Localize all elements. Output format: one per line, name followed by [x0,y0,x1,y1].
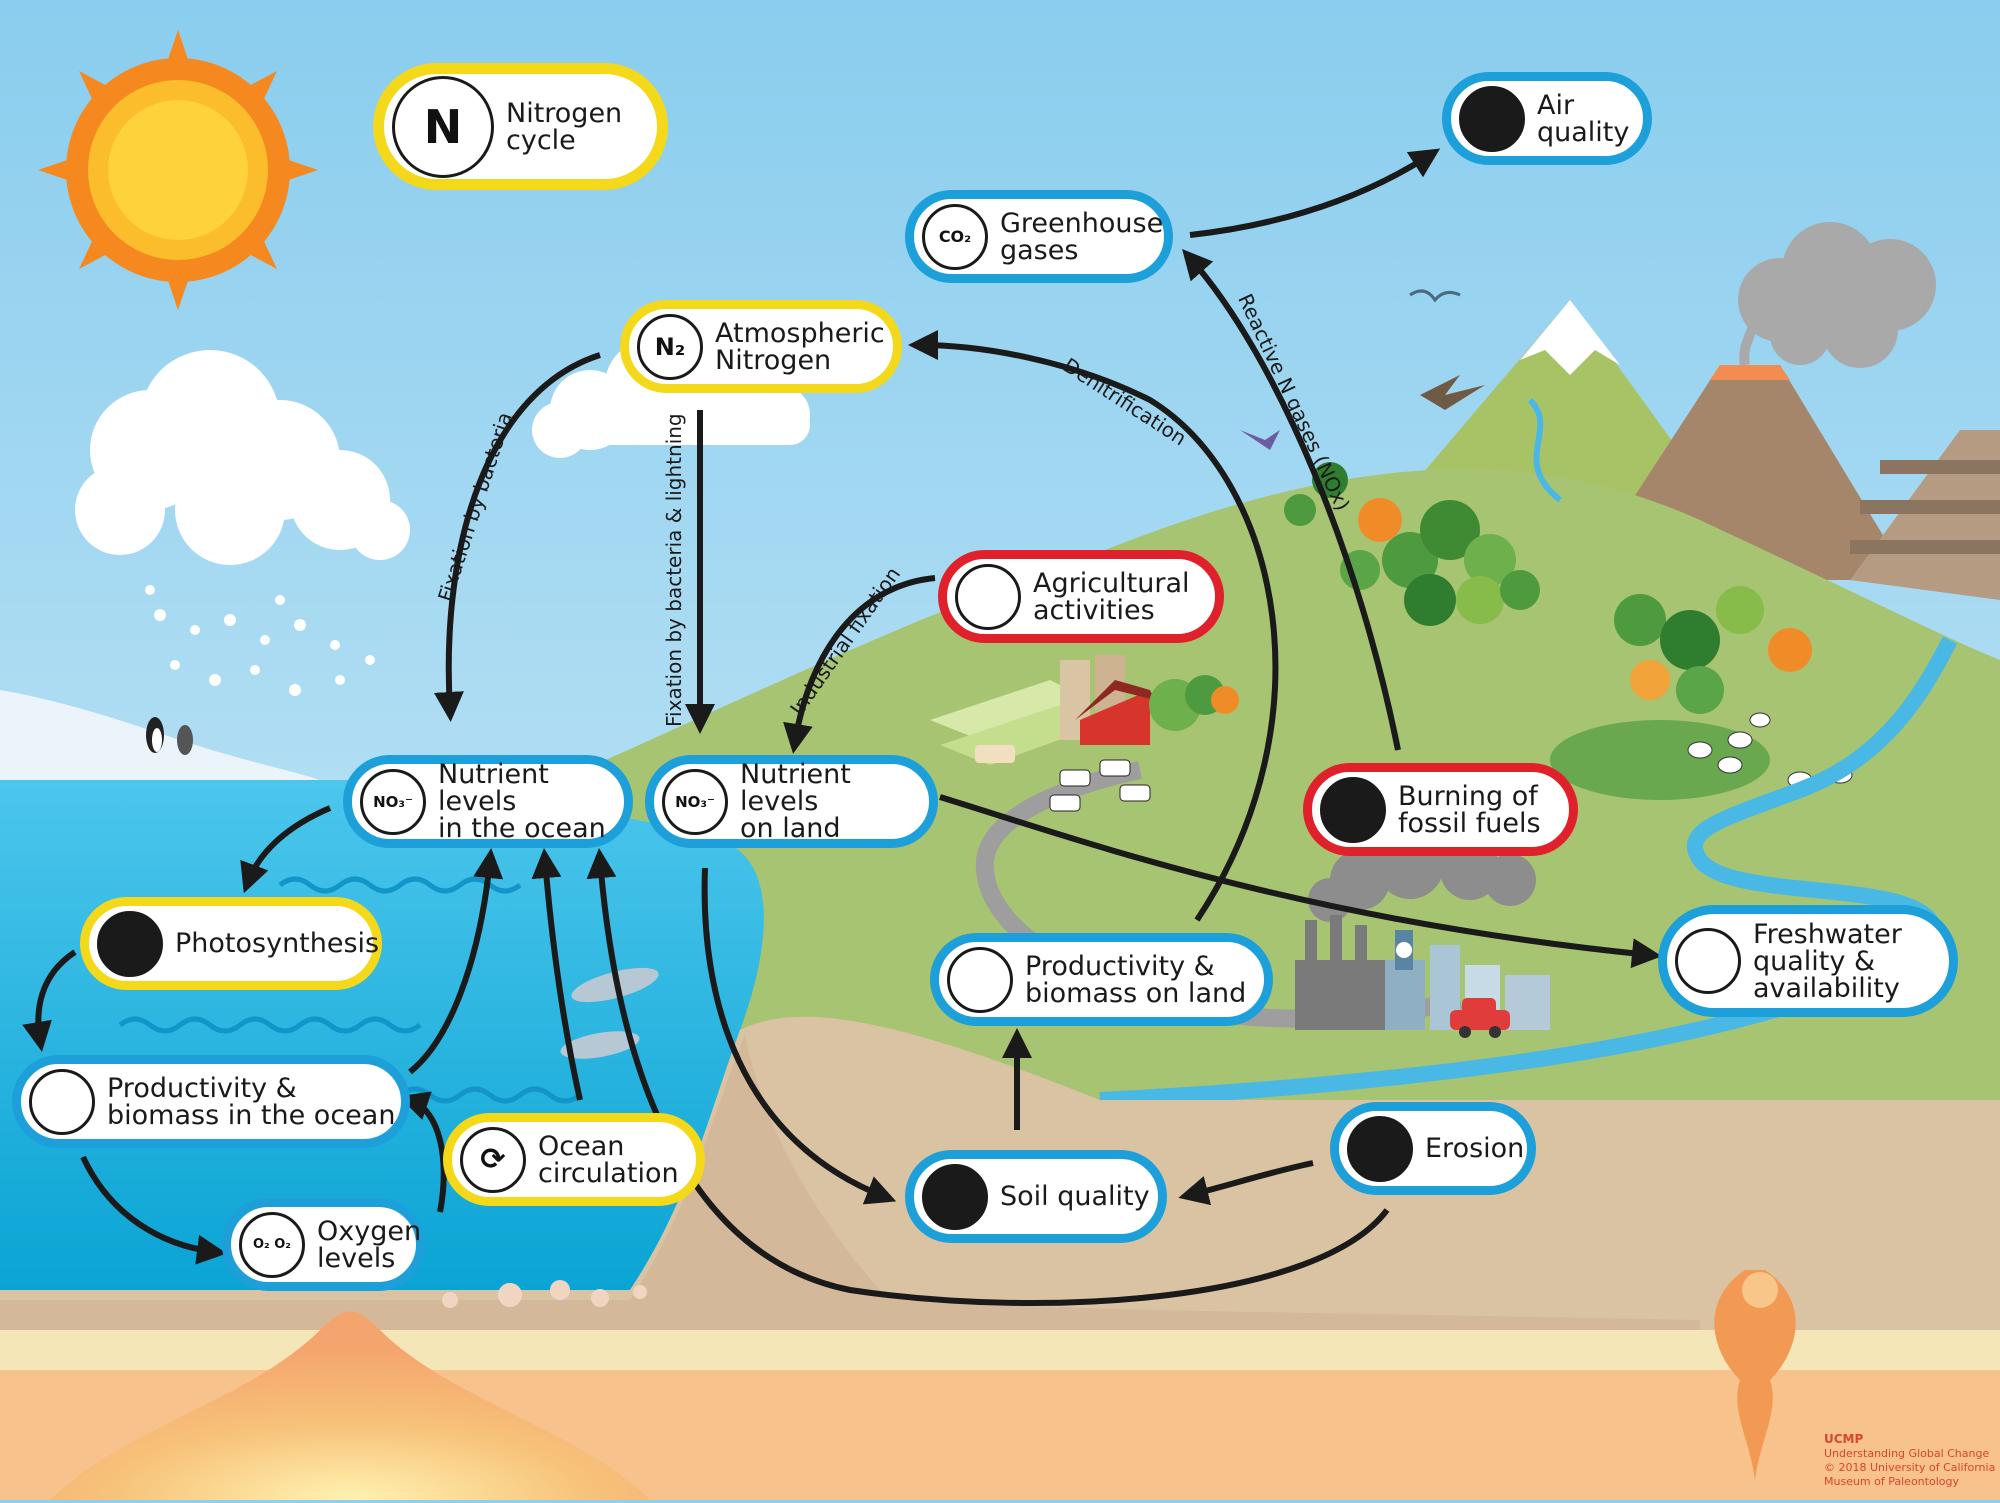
credit: UCMP Understanding Global Change © 2018 … [1824,1418,1995,1503]
forest [1284,462,1812,714]
node-burning-fossil-fuels: Burning of fossil fuels [1303,763,1578,856]
arrow-ocean-to-photo [240,805,332,894]
biomass-icon [947,946,1013,1013]
o2-icon: O₂ O₂ [239,1211,305,1278]
node-productivity-ocean: Productivity & biomass in the ocean [12,1055,410,1148]
arrow-prod-to-oxygen [80,1155,227,1265]
nitrogen-cycle-icon: N [392,75,494,178]
co2-molecule-icon: CO₂ [922,203,988,270]
arrow-denitrification [908,330,1279,922]
shells [442,1280,647,1308]
node-nutrient-levels-ocean: NO₃⁻ Nutrient levels in the ocean [343,755,633,848]
node-oxygen-levels: O₂ O₂ Oxygen levels [222,1198,425,1291]
cows [975,745,1151,812]
smoke-cloud [1738,222,1936,368]
arrow-circ-to-ocean [531,848,583,1101]
arrow-prod-to-ocean [408,848,504,1075]
node-productivity-land-label: Productivity & biomass on land [1025,950,1247,1009]
node-soil-quality-label: Soil quality [1000,1181,1150,1212]
node-erosion-label: Erosion [1425,1133,1525,1164]
hydrothermal-plume [1714,1270,1796,1480]
arrows [22,148,1662,1307]
no3-graph-icon: NO₃⁻ [662,768,728,835]
arrow-erosion-to-ocean [586,848,1390,1307]
red-car [1450,998,1510,1038]
node-nutrient-levels-land-label: Nutrient levels on land [740,759,851,844]
arrow-n2-to-ocean [433,352,601,722]
no3-graph-icon: NO₃⁻ [360,768,426,835]
sea-floor-sand [0,1035,1700,1330]
water-glass-icon [1675,928,1741,994]
farm [930,655,1239,765]
arrow-agri-to-land [783,575,936,754]
factory [1295,915,1385,1030]
node-erosion: Erosion [1330,1102,1536,1195]
arrow-oxygen-to-prod [398,1091,447,1213]
node-agricultural-activities-label: Agricultural activities [1033,567,1190,626]
node-air-quality-label: Air quality [1537,89,1630,148]
factory-icon [1320,776,1386,843]
magma-plume [50,1311,650,1500]
birds [1240,289,1485,450]
node-productivity-land: Productivity & biomass on land [930,933,1273,1026]
meadow [1550,720,1770,800]
arrow-erosion-to-soil [1178,1160,1314,1206]
sun [38,30,318,310]
node-nitrogen-cycle: N Nitrogen cycle [373,63,668,190]
label-fixation-bacteria-lightning: Fixation by bacteria & lightning [662,413,686,727]
penguins [146,717,193,755]
node-burning-fossil-fuels-label: Burning of fossil fuels [1398,780,1541,839]
erosion-icon [1347,1115,1413,1182]
node-nutrient-levels-land: NO₃⁻ Nutrient levels on land [645,755,938,848]
node-atmospheric-nitrogen: N₂ Atmospheric Nitrogen [620,300,902,393]
node-agricultural-activities: Agricultural activities [938,550,1224,643]
cloud-left [75,350,410,565]
node-nutrient-levels-ocean-label: Nutrient levels in the ocean [438,759,606,844]
node-ocean-circulation: ⟳ Ocean circulation [443,1113,705,1206]
arrow-land-to-freshwater [939,794,1662,969]
node-photosynthesis: Photosynthesis [80,897,382,990]
rock-strata [1850,430,2000,600]
node-photosynthesis-label: Photosynthesis [175,928,380,959]
node-greenhouse-gases-label: Greenhouse gases [1000,207,1164,266]
node-soil-quality: Soil quality [905,1150,1167,1243]
snow [145,585,375,696]
node-nitrogen-cycle-label: Nitrogen cycle [506,97,623,156]
node-oxygen-levels-label: Oxygen levels [317,1215,422,1274]
leaf-icon [97,910,163,977]
arrow-ghg-to-air [1189,148,1441,238]
barn-cow-icon [955,563,1021,630]
node-freshwater-label: Freshwater quality & availability [1753,918,1902,1004]
lungs-icon [1459,85,1525,152]
circulation-icon: ⟳ [460,1126,526,1193]
node-productivity-ocean-label: Productivity & biomass in the ocean [107,1072,396,1131]
arrow-fossil-to-ghg [1182,248,1401,751]
credit-text: Understanding Global Change © 2018 Unive… [1824,1447,1996,1488]
arrow-photo-to-prod [22,949,77,1052]
arrow-land-to-soil [701,867,897,1205]
node-atmospheric-nitrogen-label: Atmospheric Nitrogen [715,317,885,376]
credit-brand: UCMP [1824,1432,1864,1446]
node-greenhouse-gases: CO₂ Greenhouse gases [905,190,1173,283]
node-air-quality: Air quality [1442,72,1652,165]
node-ocean-circulation-label: Ocean circulation [538,1130,679,1189]
biomass-icon [29,1068,95,1135]
soil-worm-icon [922,1163,988,1230]
node-freshwater: Freshwater quality & availability [1658,905,1958,1017]
n2-icon: N₂ [637,313,703,380]
